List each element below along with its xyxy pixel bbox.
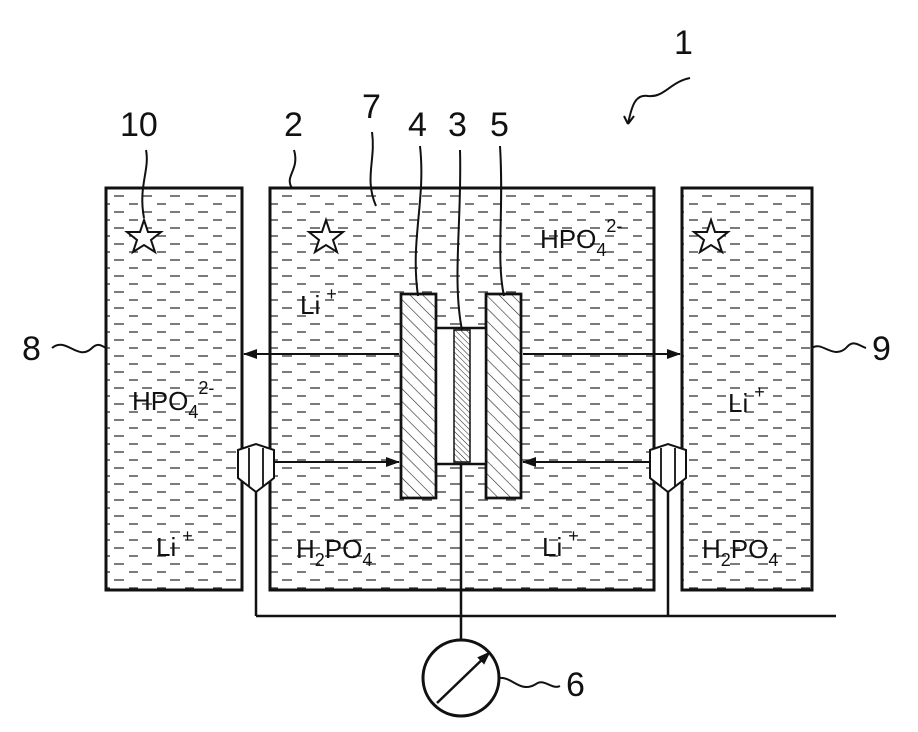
ref-label-9: 9 [872, 330, 891, 368]
ref-label-4: 4 [408, 106, 427, 144]
ref-label-10: 10 [120, 106, 158, 144]
gauge-meter-icon [423, 640, 499, 716]
ref-label-7: 7 [362, 88, 381, 126]
ref-label-3: 3 [448, 106, 467, 144]
ref-label-6: 6 [566, 666, 585, 704]
ref-label-2: 2 [284, 106, 303, 144]
ref-label-1: 1 [674, 24, 693, 62]
ref-label-5: 5 [490, 106, 509, 144]
membrane [454, 330, 470, 462]
ref-label-8: 8 [22, 330, 41, 368]
